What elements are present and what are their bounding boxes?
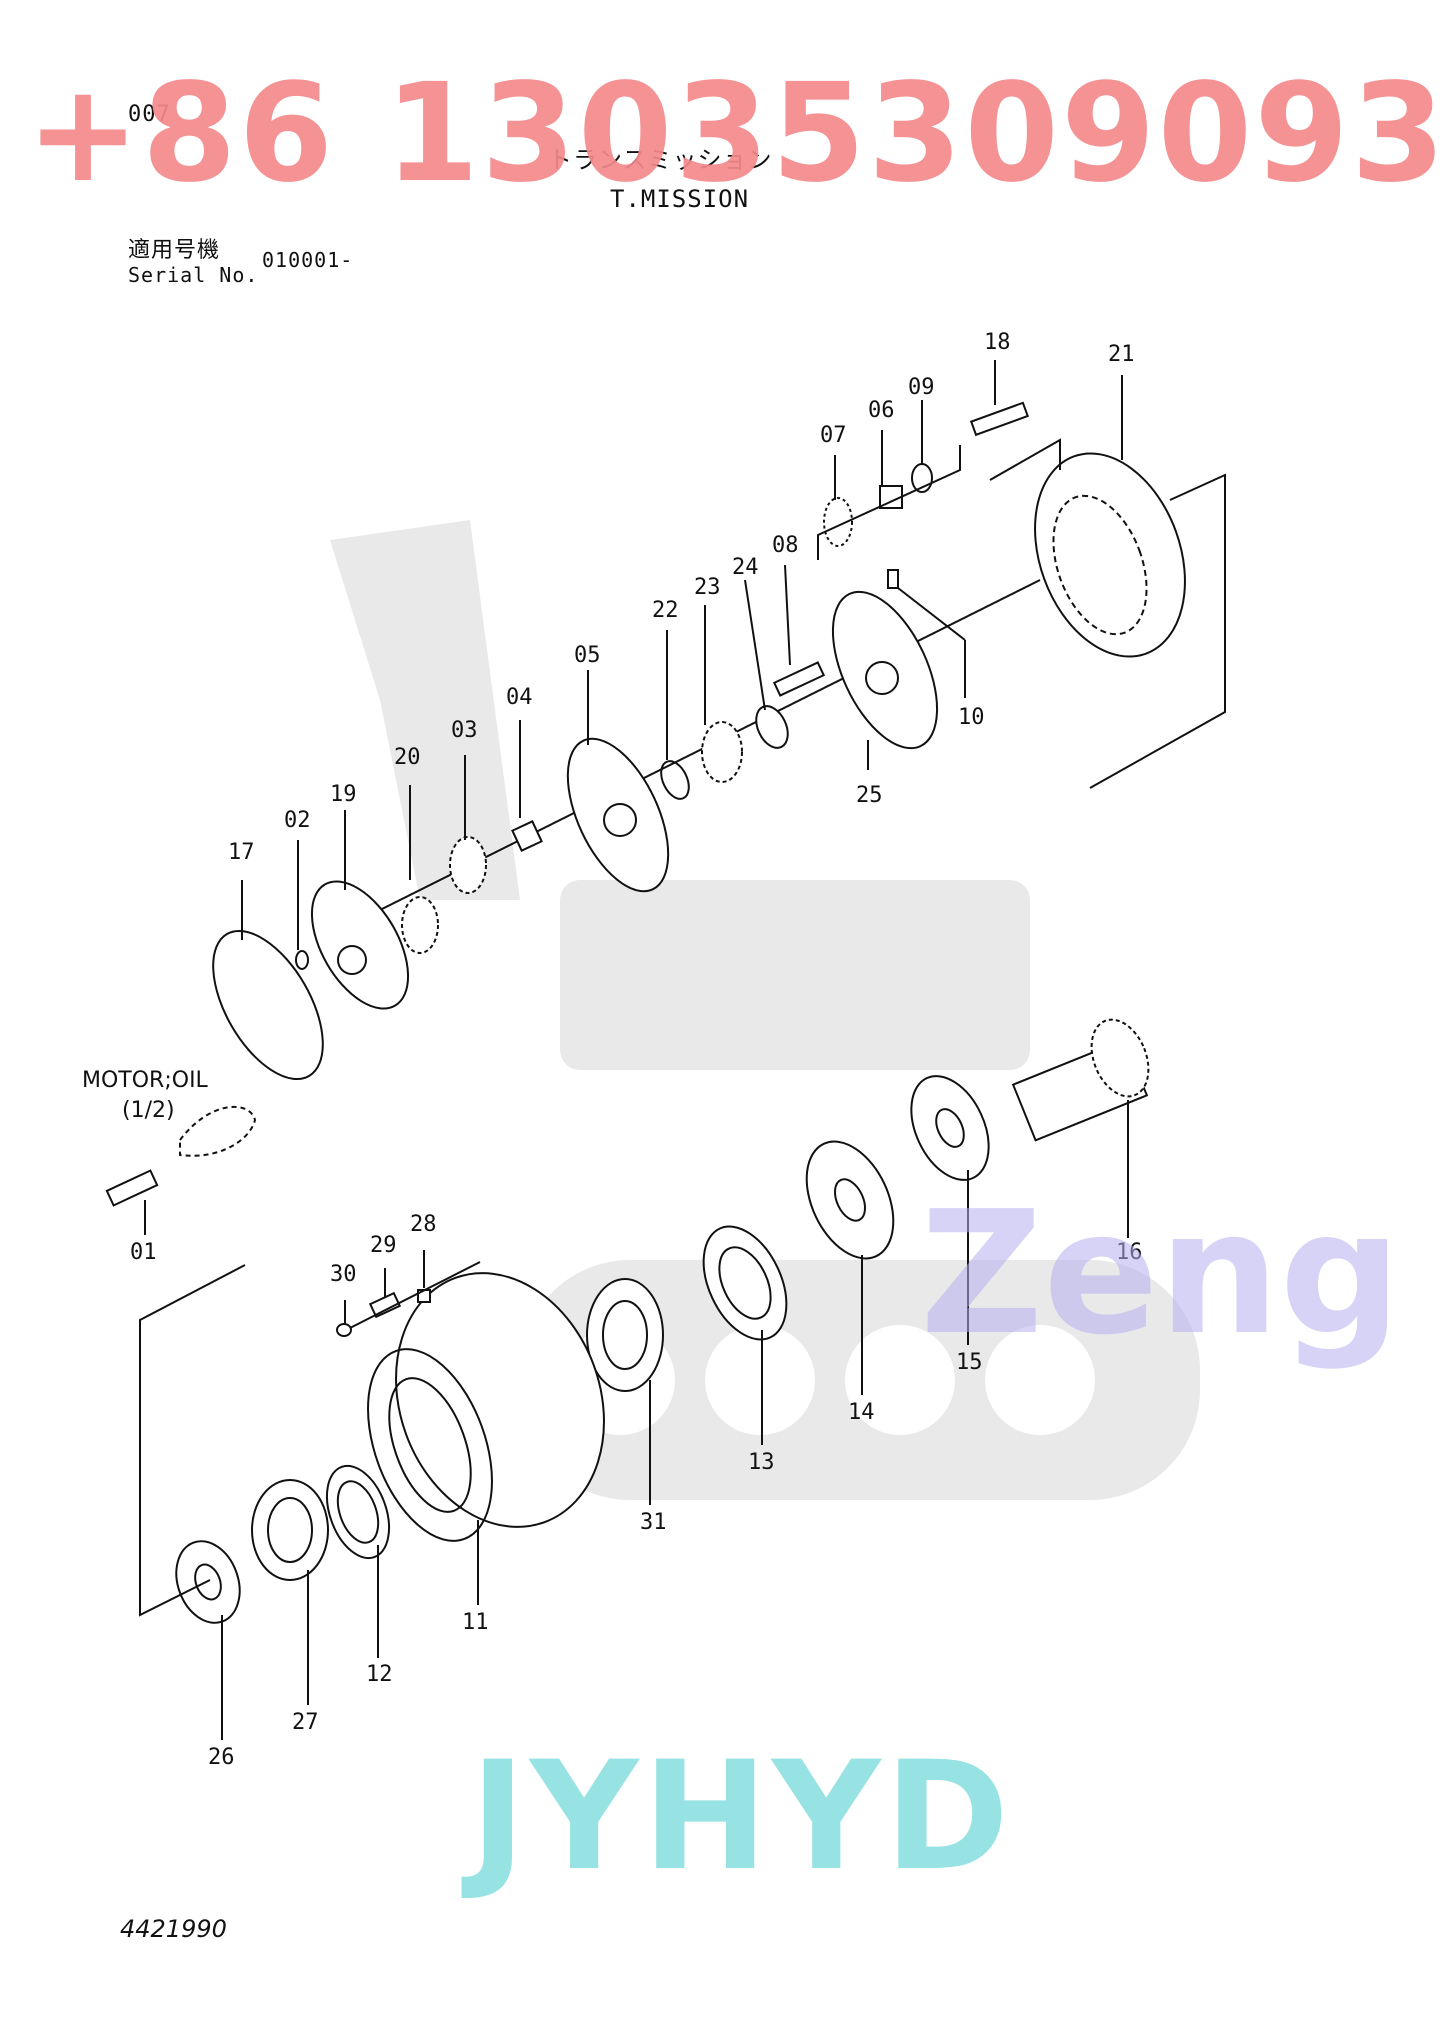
callout-06: 06: [868, 398, 895, 423]
bolt-18-part: [969, 401, 1029, 437]
callout-31: 31: [640, 1510, 667, 1535]
title-japanese: トランスミッション: [548, 146, 773, 174]
callout-12: 12: [366, 1662, 393, 1687]
callout-29: 29: [370, 1233, 397, 1258]
zeng-watermark: Zeng: [920, 1175, 1402, 1373]
callout-26: 26: [208, 1745, 235, 1770]
callout-14: 14: [848, 1400, 875, 1425]
seal-13-part: [702, 1225, 788, 1341]
callout-30: 30: [330, 1262, 357, 1287]
callout-07: 07: [820, 423, 847, 448]
jyhyd-watermark: JYHYD: [470, 1730, 1014, 1904]
leader-lines: [144, 360, 1129, 1740]
housing-11-part: [395, 1272, 605, 1528]
title-english: T.MISSION: [610, 185, 750, 213]
callout-25: 25: [856, 783, 883, 808]
callout-18: 18: [984, 330, 1011, 355]
o-ring-part: [212, 929, 324, 1081]
callout-11: 11: [462, 1610, 489, 1635]
callout-10: 10: [958, 705, 985, 730]
needle-bearing-part: [511, 820, 543, 852]
callout-24: 24: [732, 555, 759, 580]
callout-21: 21: [1108, 342, 1135, 367]
callout-01: 01: [130, 1240, 157, 1265]
callout-16: 16: [1116, 1240, 1143, 1265]
seal-12-part: [325, 1464, 391, 1560]
serial-value: 010001-: [262, 248, 354, 272]
spring-pin-part: [887, 569, 899, 589]
callout-13: 13: [748, 1450, 775, 1475]
gear-07-part: [823, 497, 853, 547]
serial-label-english: Serial No.: [128, 263, 259, 287]
bearing-27-part: [251, 1479, 329, 1581]
motor-note-line2: (1/2): [122, 1098, 175, 1123]
callout-22: 22: [652, 598, 679, 623]
ring-gear-part: [1034, 452, 1186, 658]
serial-label-japanese: 適用号機: [128, 238, 221, 263]
callout-04: 04: [506, 685, 533, 710]
bearing-31-part: [586, 1278, 664, 1392]
callout-02: 02: [284, 808, 311, 833]
callout-08: 08: [772, 533, 799, 558]
drawing-number: 4421990: [120, 1915, 227, 1943]
thrust-washer-part: [755, 705, 789, 749]
planet-gear-part-2: [449, 836, 487, 894]
motor-note-line1: MOTOR;OIL: [82, 1068, 208, 1093]
callout-17: 17: [228, 840, 255, 865]
callout-15: 15: [956, 1350, 983, 1375]
page-number: 007: [128, 102, 171, 127]
thrust-plate-part: [310, 880, 410, 1010]
callout-28: 28: [410, 1212, 437, 1237]
plug-29-part: [368, 1291, 402, 1319]
callout-27: 27: [292, 1710, 319, 1735]
callout-05: 05: [574, 643, 601, 668]
callout-20: 20: [394, 745, 421, 770]
planet-gear-part: [401, 896, 439, 954]
callout-23: 23: [694, 575, 721, 600]
sun-gear-part: [701, 721, 743, 783]
snap-ring-part: [660, 760, 690, 800]
motor-outline: [179, 1106, 257, 1157]
callout-03: 03: [451, 718, 478, 743]
bolt-01-part: [105, 1169, 159, 1207]
phone-watermark: +86 13035309093: [26, 55, 1445, 213]
callout-09: 09: [908, 375, 935, 400]
pin-part: [772, 661, 826, 697]
callout-19: 19: [330, 782, 357, 807]
screw-30-part: [336, 1323, 352, 1337]
small-ring-part: [295, 950, 309, 970]
